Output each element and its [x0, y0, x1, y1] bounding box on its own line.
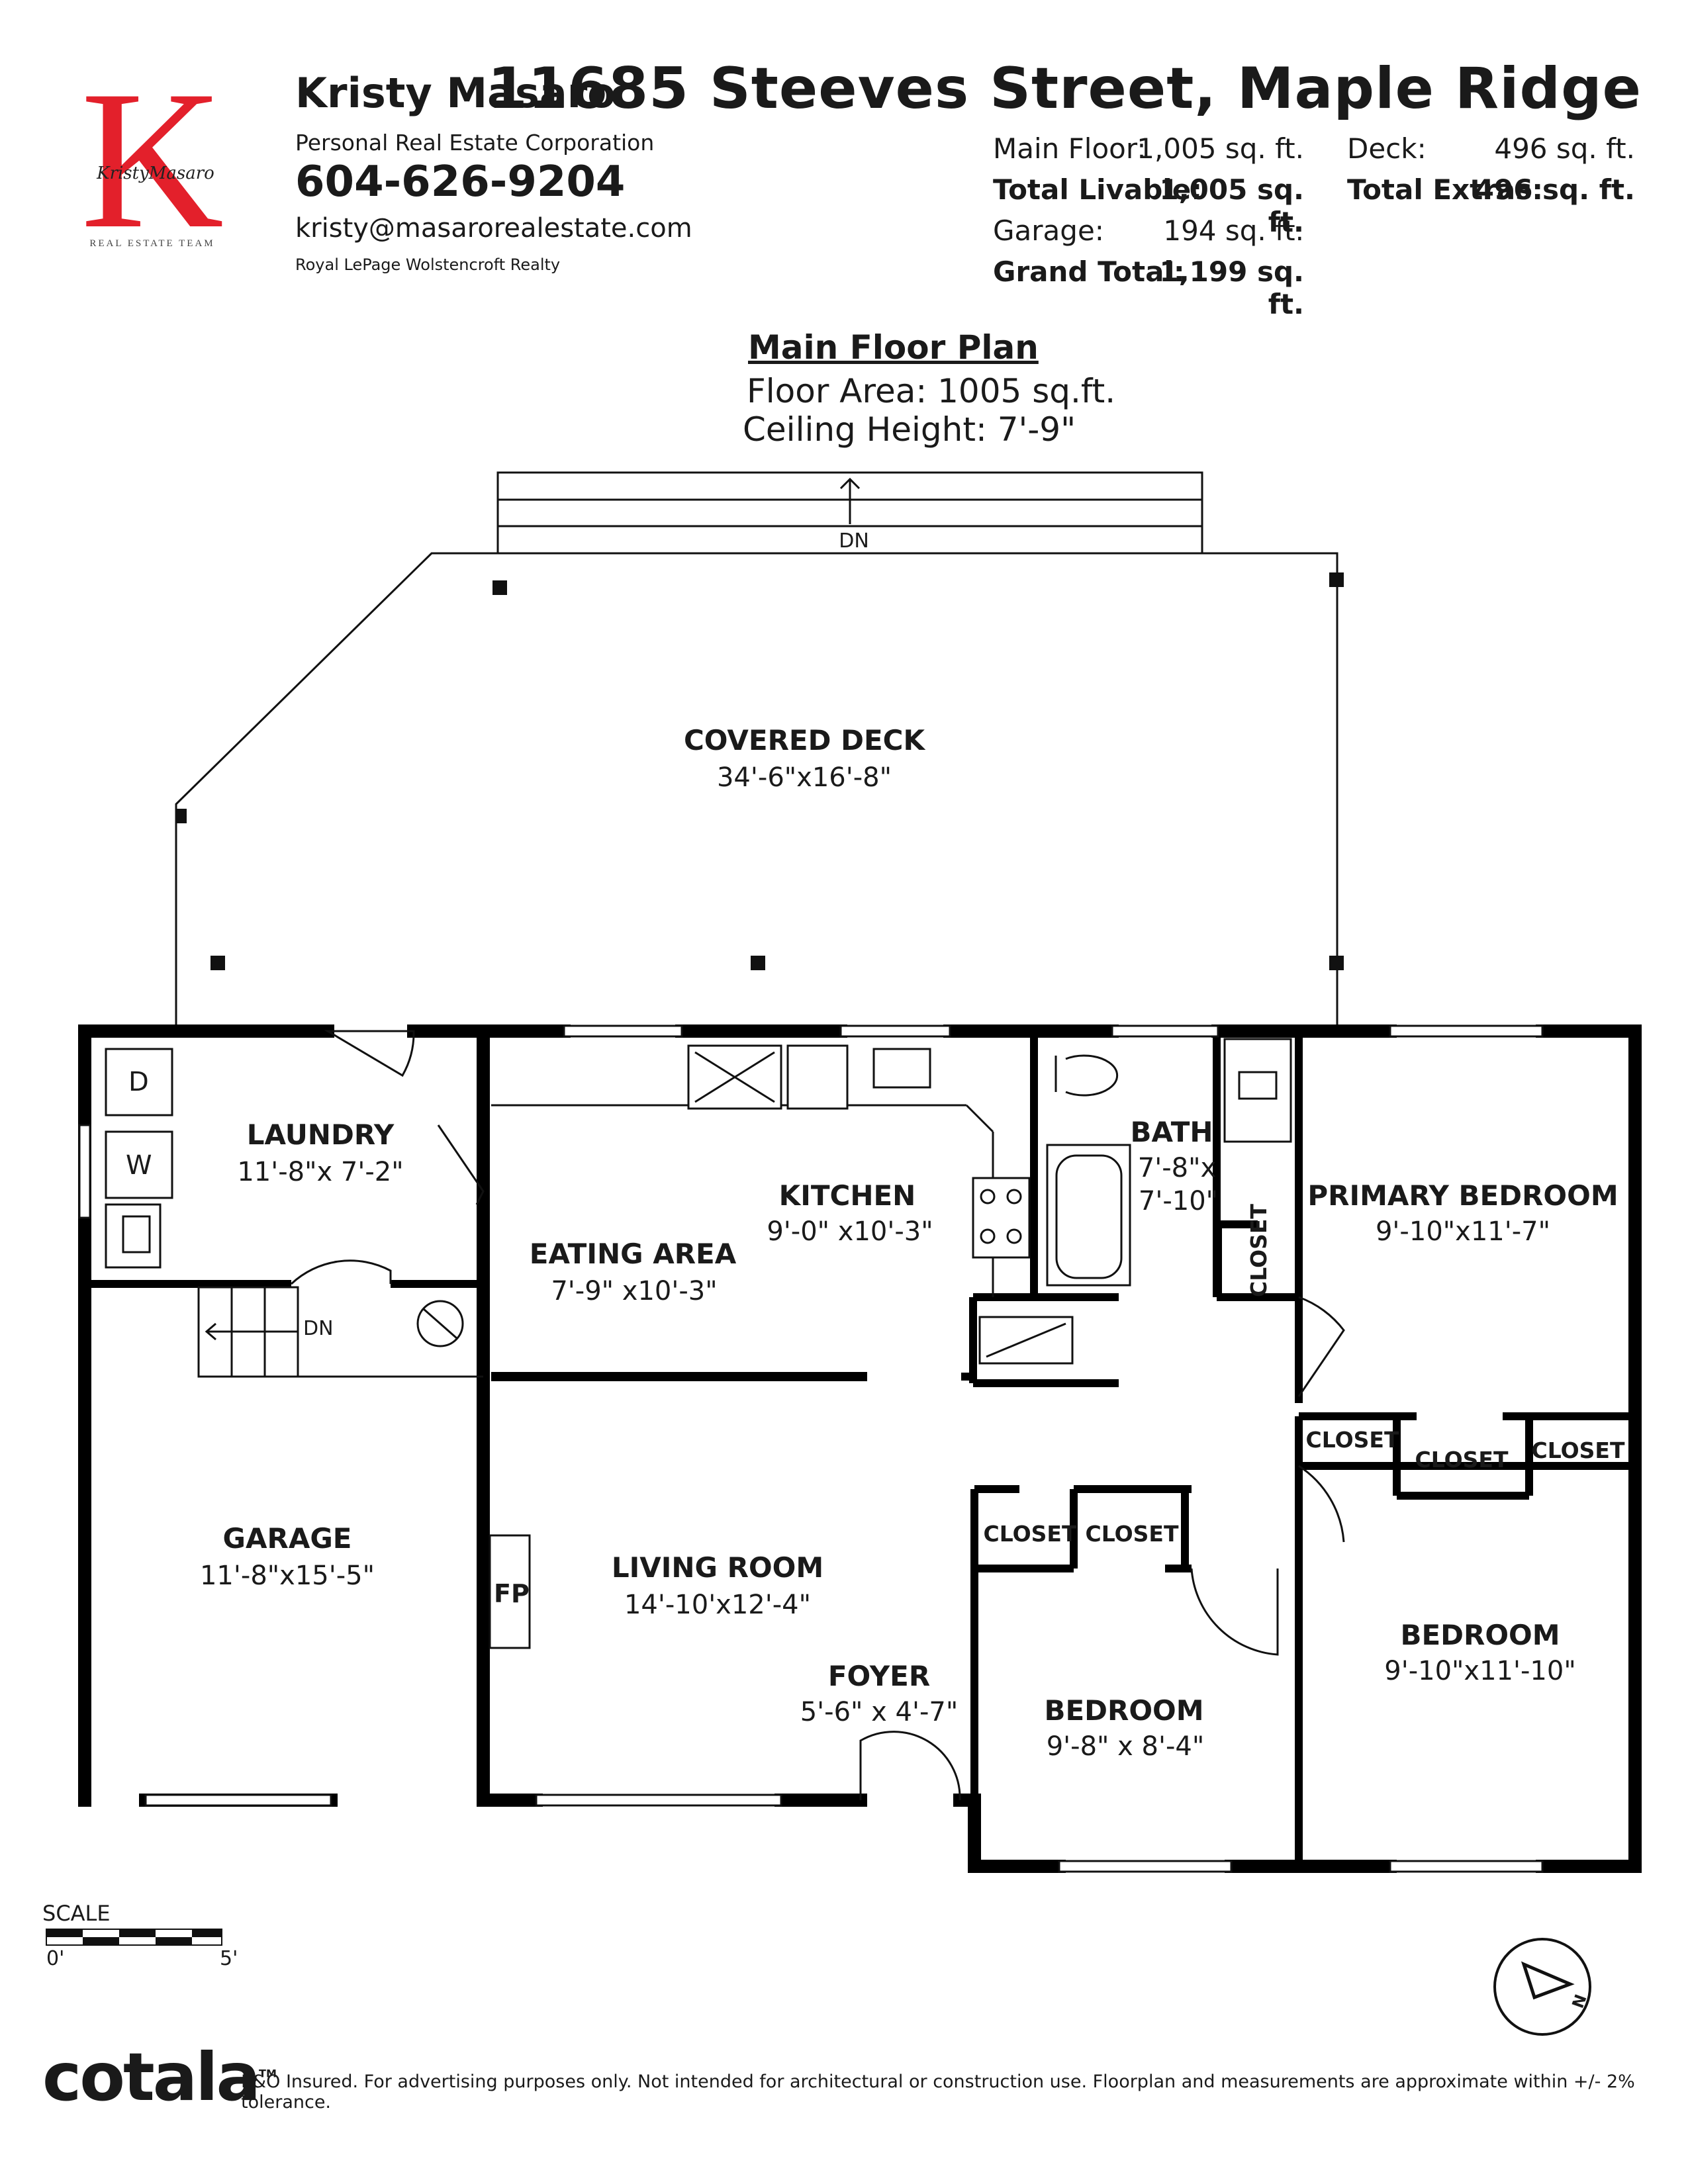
- compass-icon: [1493, 1938, 1591, 2036]
- eating-area-name: EATING AREA: [529, 1238, 737, 1270]
- agent-corporation: Personal Real Estate Corporation: [295, 130, 655, 156]
- agent-phone[interactable]: 604-626-9204: [295, 158, 626, 206]
- garage-stair-dn-label: DN: [303, 1317, 334, 1340]
- plan-floor-area: Floor Area: 1005 sq.ft.: [747, 372, 1116, 410]
- laundry-appliances: [105, 1048, 173, 1269]
- total-extras-value: 496 sq. ft.: [1474, 173, 1635, 206]
- covered-deck-name: COVERED DECK: [683, 724, 925, 756]
- agent-name: Kristy Masaro: [295, 69, 616, 117]
- bedroom-3-name: BEDROOM: [1400, 1619, 1560, 1651]
- logo-team-text: REAL ESTATE TEAM: [89, 238, 214, 249]
- kitchen-fixtures: [491, 1044, 1074, 1365]
- living-room-name: LIVING ROOM: [611, 1551, 824, 1584]
- plan-ceiling-height: Ceiling Height: 7'-9": [743, 410, 1076, 449]
- bath-name: BATH: [1130, 1116, 1213, 1148]
- closet-primary-left: CLOSET: [1305, 1427, 1399, 1453]
- grand-total-value: 1,199 sq. ft.: [1159, 255, 1304, 320]
- area-summary: Main Floor: 1,005 sq. ft. Total Livable:…: [993, 132, 1655, 320]
- bedroom-3-dim: 9'-10"x11'-10": [1384, 1656, 1576, 1686]
- eating-area-dim: 7'-9" x10'-3": [551, 1276, 718, 1306]
- garage-stairs: [197, 1286, 483, 1378]
- closet-bedroom-3: CLOSET: [1531, 1437, 1625, 1463]
- garage-name: GARAGE: [222, 1522, 352, 1555]
- covered-deck-dim: 34'-6"x16'-8": [716, 762, 892, 793]
- plan-title: Main Floor Plan: [748, 328, 1039, 367]
- bath-dim-2: 7'-10": [1138, 1186, 1219, 1216]
- garage-dim: 11'-8"x15'-5": [199, 1561, 375, 1591]
- closet-primary-mid: CLOSET: [1415, 1447, 1509, 1473]
- bedroom-2-dim: 9'-8" x 8'-4": [1046, 1731, 1205, 1762]
- bath-dim-1: 7'-8"x: [1137, 1153, 1217, 1183]
- foyer-name: FOYER: [827, 1660, 931, 1692]
- deck-posts: [176, 572, 1344, 970]
- living-room-dim: 14'-10'x12'-4": [624, 1590, 812, 1620]
- kitchen-dim: 9'-0" x10'-3": [767, 1216, 933, 1247]
- cotala-logo: cotalaTM: [42, 2038, 277, 2116]
- grand-total-label: Grand Total:: [993, 255, 1185, 288]
- dryer-label: D: [128, 1067, 149, 1097]
- footer-disclaimer: E&O Insured. For advertising purposes on…: [241, 2071, 1635, 2113]
- scale-bar: [46, 1929, 222, 1946]
- team-logo: K KristyMasaro REAL ESTATE TEAM: [66, 50, 238, 269]
- logo-signature: KristyMasaro: [96, 163, 214, 183]
- interior-walls: [85, 1032, 1635, 1866]
- main-floor-value: 1,005 sq. ft.: [1137, 132, 1304, 165]
- total-livable-value: 1,005 sq. ft.: [1159, 173, 1304, 238]
- laundry-name: LAUNDRY: [246, 1118, 395, 1151]
- fireplace-label: FP: [494, 1579, 530, 1608]
- garage-label: Garage:: [993, 214, 1104, 247]
- bath-fixtures: [1046, 1038, 1292, 1287]
- closet-bath-vertical: CLOSET: [1246, 1204, 1272, 1297]
- doors: [290, 1030, 1345, 1801]
- laundry-dim: 11'-8"x 7'-2": [237, 1157, 404, 1187]
- closet-bedroom-2-left: CLOSET: [983, 1521, 1077, 1547]
- agent-email[interactable]: kristy@masarorealestate.com: [295, 213, 692, 244]
- covered-deck-outline: [175, 552, 1338, 1024]
- trademark-mark: TM: [259, 2067, 277, 2080]
- total-livable-label: Total Livable:: [993, 173, 1202, 206]
- logo-letter: K: [81, 73, 224, 251]
- scale-right-label: 5': [220, 1947, 238, 1970]
- main-floor-label: Main Floor:: [993, 132, 1147, 165]
- windows: [78, 1024, 1544, 1873]
- washer-label: W: [126, 1150, 152, 1181]
- closet-bedroom-2-right: CLOSET: [1085, 1521, 1179, 1547]
- scale-title: SCALE: [42, 1901, 111, 1926]
- fireplace-outline: [489, 1534, 531, 1649]
- kitchen-name: KITCHEN: [778, 1179, 916, 1212]
- total-extras-label: Total Extras:: [1347, 173, 1544, 206]
- bedroom-2-name: BEDROOM: [1044, 1694, 1204, 1727]
- garage-value: 194 sq. ft.: [1163, 214, 1304, 247]
- deck-value: 496 sq. ft.: [1494, 132, 1635, 165]
- property-address: 11685 Steeves Street, Maple Ridge: [487, 56, 1642, 122]
- primary-bedroom-dim: 9'-10"x11'-7": [1375, 1216, 1551, 1247]
- stair-dn-label: DN: [839, 529, 869, 553]
- foyer-dim: 5'-6" x 4'-7": [800, 1697, 959, 1727]
- scale-left-label: 0': [46, 1947, 65, 1970]
- agent-brokerage: Royal LePage Wolstencroft Realty: [295, 255, 561, 274]
- deck-label: Deck:: [1347, 132, 1427, 165]
- primary-bedroom-name: PRIMARY BEDROOM: [1307, 1179, 1618, 1212]
